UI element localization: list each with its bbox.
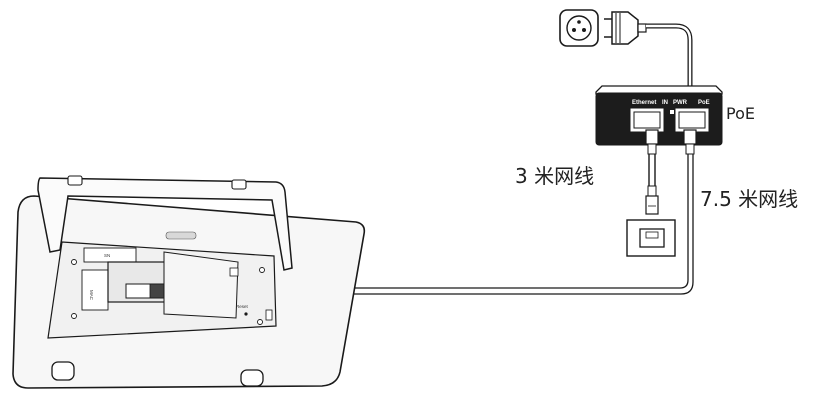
poe-port-in-label: IN bbox=[662, 100, 668, 106]
cable-3m-label: 3 米网线 bbox=[515, 164, 595, 188]
poe-injector: Ethernet IN PWR PoE bbox=[595, 85, 723, 146]
poe-port-ethernet-label: Ethernet bbox=[632, 100, 656, 106]
panel-mac-label: MAC bbox=[89, 290, 94, 301]
power-socket-icon bbox=[559, 9, 599, 47]
wall-network-jack bbox=[626, 219, 676, 257]
poe-port-poe-label: PoE bbox=[698, 100, 710, 106]
cable-3m bbox=[645, 129, 659, 215]
panel-device: SN MAC Reset bbox=[12, 175, 366, 389]
panel-reset-label: Reset bbox=[236, 304, 249, 309]
poe-port-pwr-label: PWR bbox=[673, 100, 688, 106]
reset-button bbox=[244, 312, 248, 316]
power-plug-icon bbox=[604, 11, 647, 45]
panel-sn-label: SN bbox=[104, 253, 110, 258]
cable-7-5m-label: 7.5 米网线 bbox=[700, 187, 799, 211]
poe-label: PoE bbox=[726, 104, 755, 123]
cable-7-5m bbox=[166, 129, 697, 295]
power-cord bbox=[646, 23, 693, 90]
